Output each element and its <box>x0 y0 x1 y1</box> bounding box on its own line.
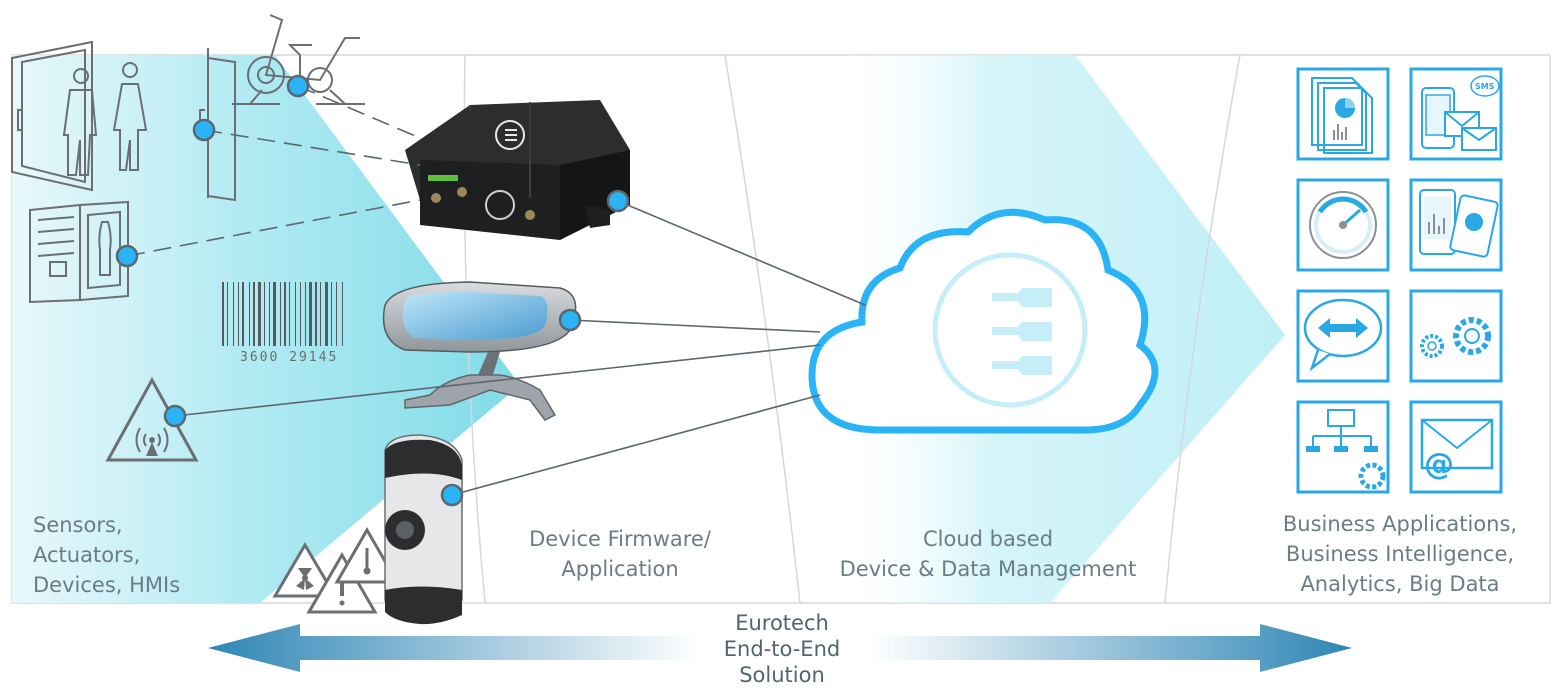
arrow-left-head <box>208 624 700 672</box>
label-firmware-line-1: Device Firmware/ <box>529 527 712 551</box>
sms-badge: SMS <box>1475 82 1495 91</box>
barcode-number: 3600 29145 <box>240 350 338 365</box>
line-sign-cloud <box>174 344 821 417</box>
label-firmware: Device Firmware/ Application <box>529 527 712 581</box>
camera-sensor-device <box>384 434 463 625</box>
node-vending <box>115 244 139 268</box>
email-icon: @ <box>1409 400 1503 494</box>
arrow-label-line-3: Solution <box>739 663 825 687</box>
app-tiles-grid: SMS <box>1296 67 1503 494</box>
cloud-icon <box>808 208 1159 434</box>
dash-bike-gateway <box>297 85 421 139</box>
barcode-bar <box>238 282 239 346</box>
arrow-label-line-2: End-to-End <box>724 637 840 661</box>
label-cloud: Cloud based Device & Data Management <box>840 527 1137 581</box>
node-door <box>192 118 216 142</box>
report-icon <box>1296 67 1390 161</box>
arrow-right-head <box>870 624 1352 672</box>
connection-nodes <box>115 74 630 507</box>
label-business-line-3: Analytics, Big Data <box>1300 572 1499 596</box>
exercise-bike-illustration <box>232 14 365 105</box>
gateway-device <box>405 100 630 240</box>
gears-icon <box>1409 289 1503 383</box>
dash-door-gateway <box>203 129 421 166</box>
node-hmi <box>558 308 582 332</box>
barcode-bar <box>233 282 234 346</box>
barcode-bar <box>325 282 328 346</box>
barcode-bar <box>264 282 265 346</box>
barcode-bar <box>269 282 270 346</box>
line-hmi-cloud <box>569 319 821 333</box>
label-sensors: Sensors, Actuators, Devices, HMIs <box>33 513 180 597</box>
barcode-bar <box>222 282 224 346</box>
line-camera-cloud <box>451 394 821 496</box>
barcode-bar <box>242 282 244 346</box>
node-sign <box>163 404 187 428</box>
barcode-bar <box>284 282 286 346</box>
barcode-illustration <box>222 282 343 346</box>
barcode-bar <box>331 282 332 346</box>
barcode-bar <box>249 282 250 346</box>
label-sensors-line-3: Devices, HMIs <box>33 573 180 597</box>
line-gateway-cloud <box>617 200 866 306</box>
barcode-bar <box>300 282 301 346</box>
handheld-hmi-device <box>382 281 577 421</box>
label-business-line-1: Business Applications, <box>1283 512 1517 536</box>
arrow-label-line-1: Eurotech <box>735 611 829 635</box>
label-cloud-line-1: Cloud based <box>923 527 1053 551</box>
mobile-analytics-icon <box>1409 178 1503 272</box>
network-config-icon <box>1296 400 1390 494</box>
exchange-icon <box>1296 289 1390 383</box>
barcode-bar <box>342 282 343 346</box>
label-business-line-2: Business Intelligence, <box>1286 542 1514 566</box>
node-gateway <box>606 189 630 213</box>
barcode-bar <box>295 282 296 346</box>
node-bike <box>286 74 310 98</box>
barcode-bar <box>280 282 281 346</box>
connection-lines <box>126 85 866 496</box>
barcode-bar <box>315 282 317 346</box>
dash-vending-gateway <box>126 199 421 257</box>
end-to-end-arrow: Eurotech End-to-End Solution <box>208 611 1352 687</box>
barcode-bar <box>253 282 255 346</box>
barcode-bar <box>258 282 261 346</box>
label-sensors-line-2: Actuators, <box>33 543 140 567</box>
barcode-bar <box>273 282 276 346</box>
barcode-bar <box>305 282 306 346</box>
barcode-bar <box>289 282 290 346</box>
barcode-bar <box>309 282 312 346</box>
label-sensors-line-1: Sensors, <box>33 513 123 537</box>
barcode-bar <box>227 282 228 346</box>
node-camera <box>440 483 464 507</box>
gauge-icon <box>1296 178 1390 272</box>
label-cloud-line-2: Device & Data Management <box>840 557 1137 581</box>
label-business: Business Applications, Business Intellig… <box>1283 512 1517 596</box>
barcode-bar <box>336 282 337 346</box>
hazard-signs <box>272 526 400 614</box>
label-firmware-line-2: Application <box>561 557 678 581</box>
email-at-symbol: @ <box>1424 447 1454 482</box>
sms-phone-icon: SMS <box>1409 67 1503 161</box>
barcode-bar <box>320 282 321 346</box>
column-divider-3 <box>1164 54 1241 604</box>
